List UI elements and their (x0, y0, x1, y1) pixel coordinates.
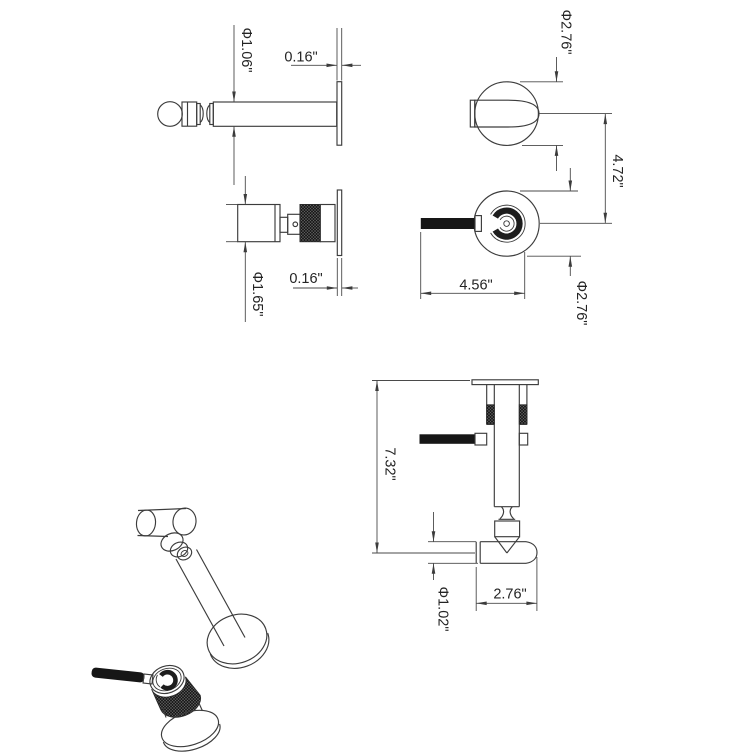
knurl-section-right (518, 404, 528, 425)
assembled-side-view (419, 379, 539, 564)
knob-grip-profile (474, 99, 540, 128)
assembly-wall-plate (471, 379, 539, 386)
lever-arm (420, 218, 476, 229)
assembly-lever-arm (419, 434, 476, 444)
spout-wall-plate (336, 81, 343, 146)
dim-knob-face-diameter: Φ2.76" (520, 10, 574, 171)
dim-lever-length: 4.56" (420, 232, 526, 299)
dim-label-escutcheon-diameter: Φ2.76" (573, 281, 589, 326)
handle-c-ring (492, 207, 523, 240)
handle-3d-knurl-band (151, 676, 202, 718)
handle-knob-body (237, 203, 281, 243)
dim-label-lever-length: 4.56" (459, 278, 492, 294)
dim-label-spout-reach: 2.76" (493, 587, 526, 603)
dim-spout-tube-diameter: Φ1.06" (232, 25, 254, 185)
knurl-section-left (486, 404, 495, 425)
handle-wall-plate (336, 189, 343, 257)
dim-label-spout-tube-diameter: Φ1.06" (238, 28, 254, 73)
dim-label-knob-face-diameter: Φ2.76" (558, 10, 574, 55)
dim-label-plate-thickness-handle: 0.16" (289, 271, 322, 287)
spout-3d-ball-end (172, 507, 197, 536)
spout-side-view (157, 81, 343, 146)
ball-joint-collar (494, 520, 521, 538)
escutcheon-circle (473, 190, 540, 257)
handle-3d-lever (91, 667, 145, 683)
handle-3d-face (149, 664, 185, 695)
handle-3d-view (91, 664, 221, 752)
handle-3d-c-ring (159, 669, 178, 691)
dim-overall-height: 7.32" (372, 380, 475, 554)
dim-label-overall-height: 7.32" (382, 447, 398, 480)
set-screw-hole (292, 221, 299, 228)
dim-spout-reach: 2.76" (475, 557, 538, 611)
dim-spout-outlet-diameter: Φ1.02" (428, 512, 478, 631)
dim-label-handle-knob-diameter: Φ1.65" (249, 272, 265, 317)
spout-collar (181, 101, 198, 127)
handle-side-view (237, 189, 343, 257)
dim-escutcheon-diameter: Φ2.76" (520, 168, 589, 325)
spout-3d-ball-joint (176, 546, 193, 561)
lever-front-view (420, 190, 540, 257)
knurled-grip-band (299, 204, 321, 243)
handle-3d-flange (160, 709, 220, 748)
spout-rounded-end (525, 541, 538, 564)
spout-body-cylinder (212, 101, 338, 127)
spout-3d-view (135, 507, 270, 669)
dim-handle-knob-diameter: Φ1.65" (226, 176, 265, 322)
dim-center-to-center: 4.72" (539, 113, 625, 224)
knob-front-view (469, 81, 540, 146)
dim-label-spout-outlet-diameter: Φ1.02" (435, 587, 451, 632)
spout-ball-end (157, 101, 183, 127)
dim-label-plate-thickness-top: 0.16" (284, 50, 317, 66)
dim-label-center-to-center: 4.72" (609, 154, 625, 187)
dim-wall-plate-thickness-top: 0.16" (284, 28, 361, 81)
knob-face-circle (474, 81, 539, 146)
dim-wall-plate-thickness-handle: 0.16" (289, 258, 358, 296)
spout-3d-flange (206, 613, 268, 665)
